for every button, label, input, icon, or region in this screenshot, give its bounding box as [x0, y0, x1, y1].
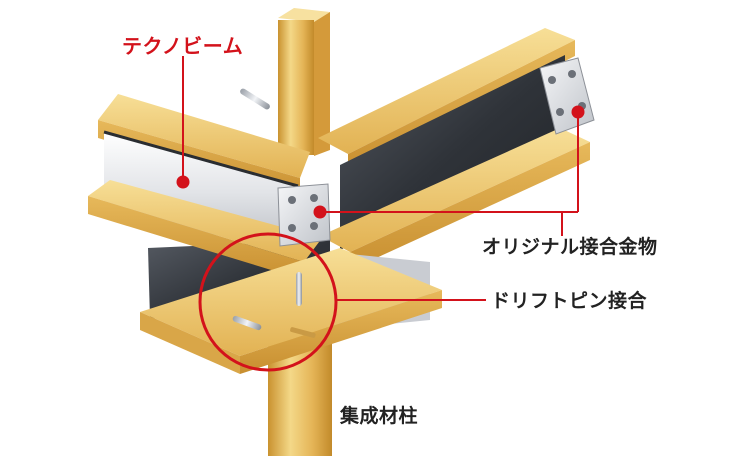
steel-beam-right-upper: [318, 28, 590, 270]
label-original-hardware: オリジナル接合金物: [482, 236, 658, 258]
drift-pins: [232, 88, 316, 338]
label-glulam-column: 集成材柱: [340, 405, 419, 427]
column-upper: [278, 8, 330, 156]
beam-front-crossing: [140, 248, 442, 374]
label-drift-pin: ドリフトピン接合: [491, 290, 648, 312]
leader-lines: [176, 56, 585, 372]
marker-hardware-back: [571, 105, 585, 119]
drift-pin-highlight-circle: [198, 232, 338, 372]
technobeam-front-left: [88, 94, 322, 280]
label-technobeam: テクノビーム: [122, 34, 244, 58]
hardware-plate-front: [277, 183, 331, 247]
marker-technobeam: [176, 175, 190, 189]
marker-hardware-front: [313, 205, 327, 219]
